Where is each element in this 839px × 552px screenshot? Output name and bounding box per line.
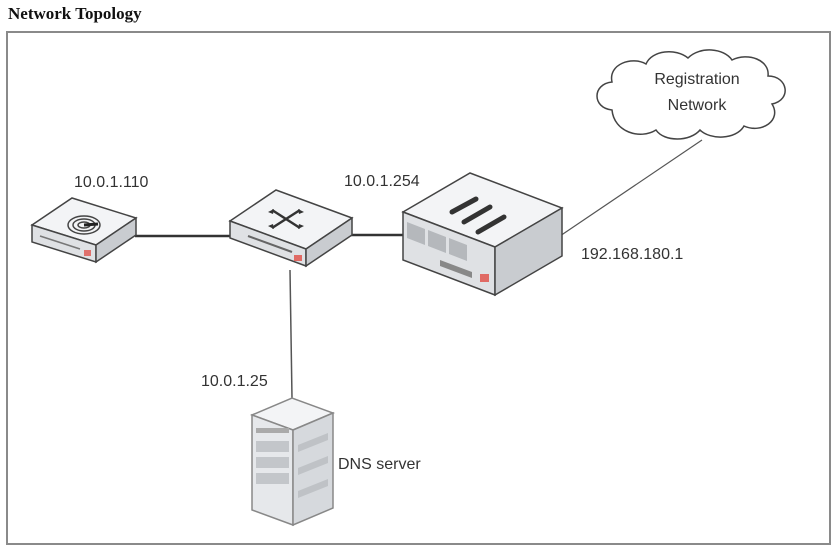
- wireless-appliance-icon[interactable]: [30, 197, 138, 264]
- dns-ip-label: 10.0.1.25: [201, 373, 268, 390]
- cloud-label-line1: Registration: [654, 71, 739, 88]
- server-icon[interactable]: [249, 397, 336, 527]
- cloud-label-line2: Network: [668, 97, 728, 114]
- firewall-outside-ip-label: 192.168.180.1: [581, 246, 683, 263]
- firewall-icon[interactable]: [401, 172, 564, 297]
- cloud-icon[interactable]: [596, 49, 786, 140]
- page-title: Network Topology: [8, 4, 142, 23]
- firewall-inside-ip-label: 10.0.1.254: [344, 173, 420, 190]
- device-ip-label: 10.0.1.110: [74, 174, 149, 191]
- switch-icon[interactable]: [228, 189, 354, 268]
- link-firewall-cloud: [559, 139, 703, 237]
- dns-server-label: DNS server: [338, 456, 421, 473]
- link-switch-dns: [289, 269, 293, 399]
